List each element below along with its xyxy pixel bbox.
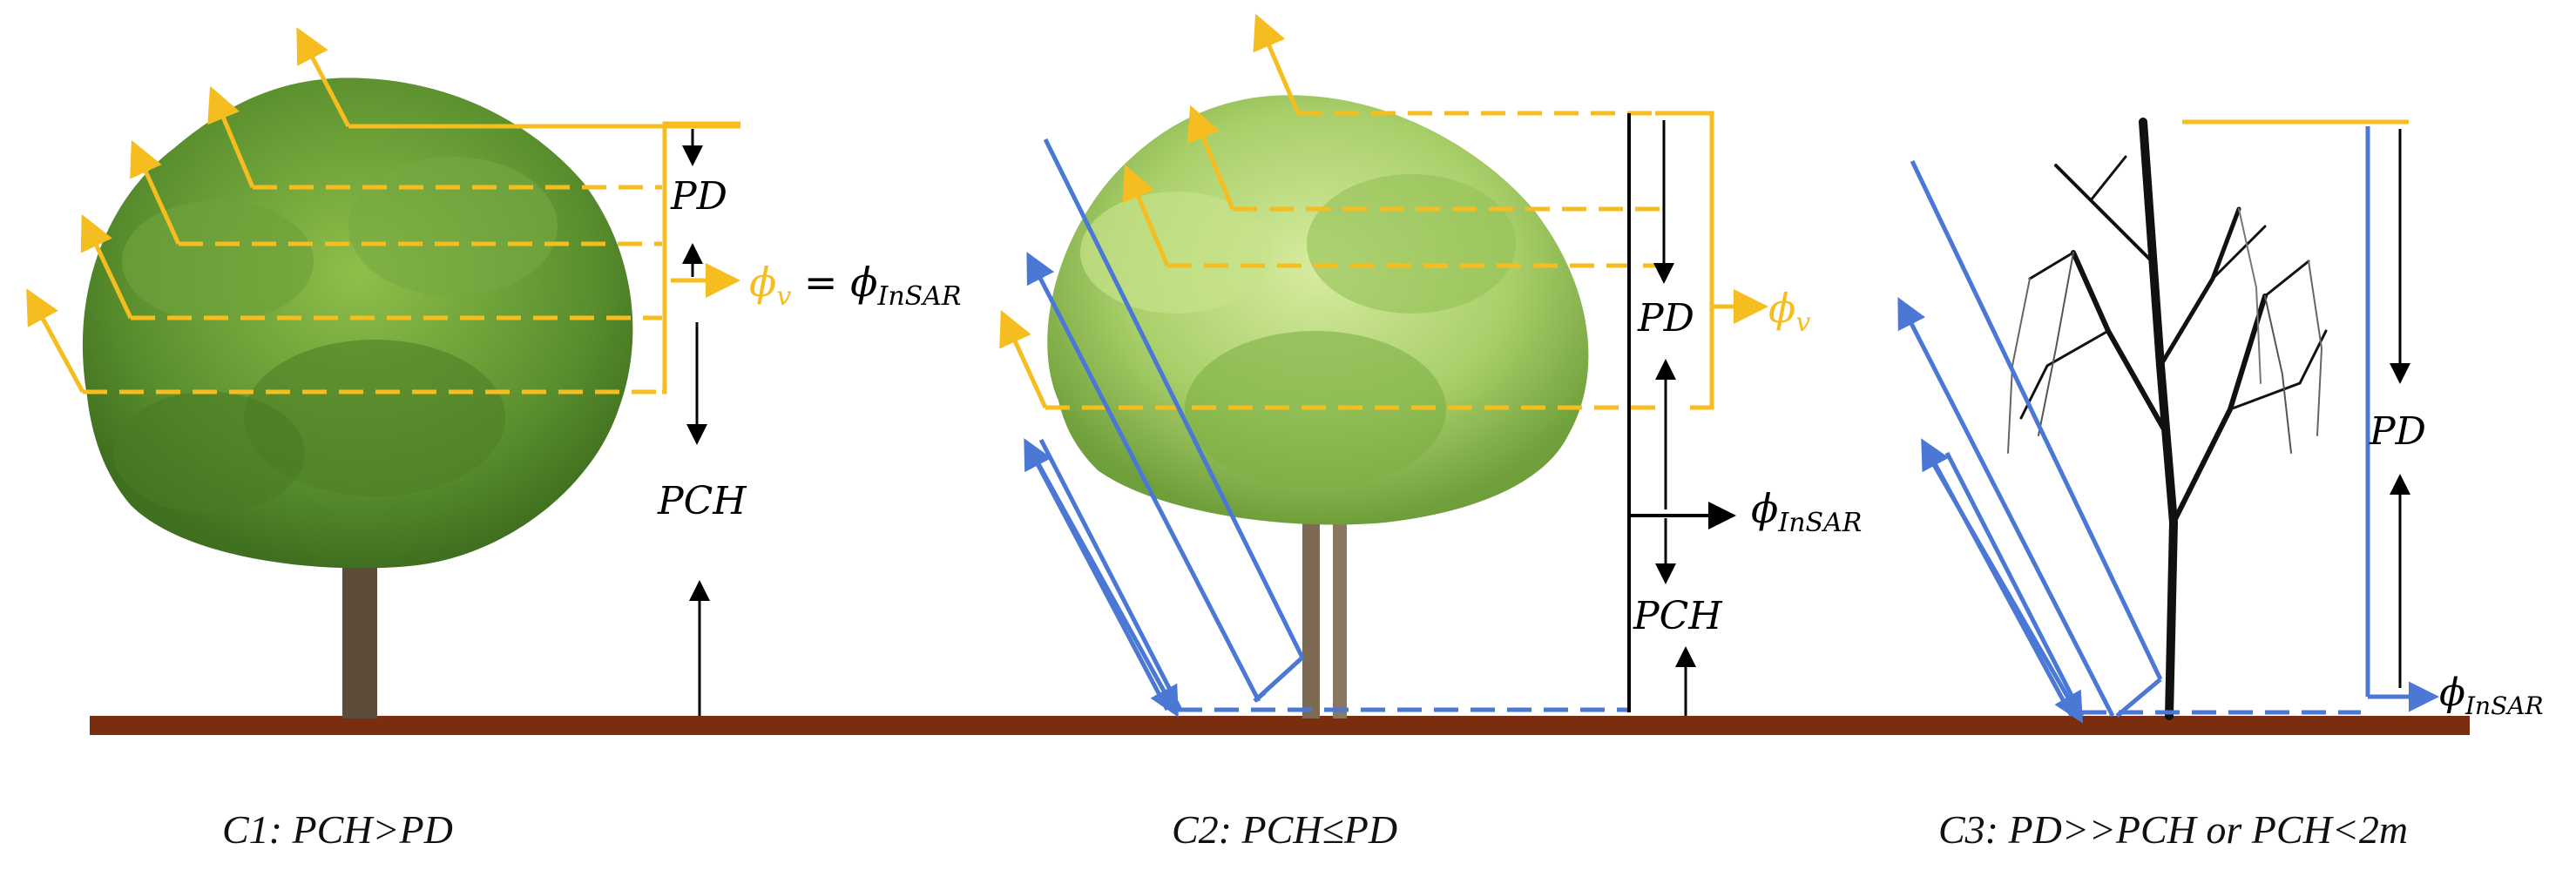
tree-2-height-arrows bbox=[1627, 113, 1736, 716]
tree-1-broadleaf bbox=[82, 78, 633, 718]
caption-c2: C2: PCH≤PD bbox=[1172, 807, 1397, 852]
caption-c1: C1: PCH>PD bbox=[222, 807, 453, 852]
c2-pch-label: PCH bbox=[1633, 594, 1723, 638]
ground-strip bbox=[90, 716, 2470, 735]
c3-phi-insar-label: ϕInSAR bbox=[2439, 671, 2544, 720]
tree-2-volume-scattering bbox=[999, 13, 1768, 410]
tree-1-volume-scattering bbox=[26, 27, 740, 395]
tree-3-ground-scattering bbox=[1897, 126, 2439, 724]
c2-phi-insar-label: ϕInSAR bbox=[1751, 485, 1862, 538]
tree-1-height-arrows bbox=[682, 129, 710, 716]
caption-c3: C3: PD>>PCH or PCH<2m bbox=[1938, 807, 2408, 852]
tree-2-ground-scattering bbox=[1024, 138, 1629, 718]
c1-pch-label: PCH bbox=[657, 479, 747, 523]
c2-pd-label: PD bbox=[1637, 296, 1694, 341]
c1-phi-equation: ϕv = ϕInSAR bbox=[749, 259, 961, 312]
c1-pd-label: PD bbox=[670, 174, 727, 219]
tree-3-bare bbox=[2007, 118, 2328, 720]
c3-pd-label: PD bbox=[2369, 409, 2426, 454]
c2-phi-v-label: ϕv bbox=[1768, 285, 1810, 338]
